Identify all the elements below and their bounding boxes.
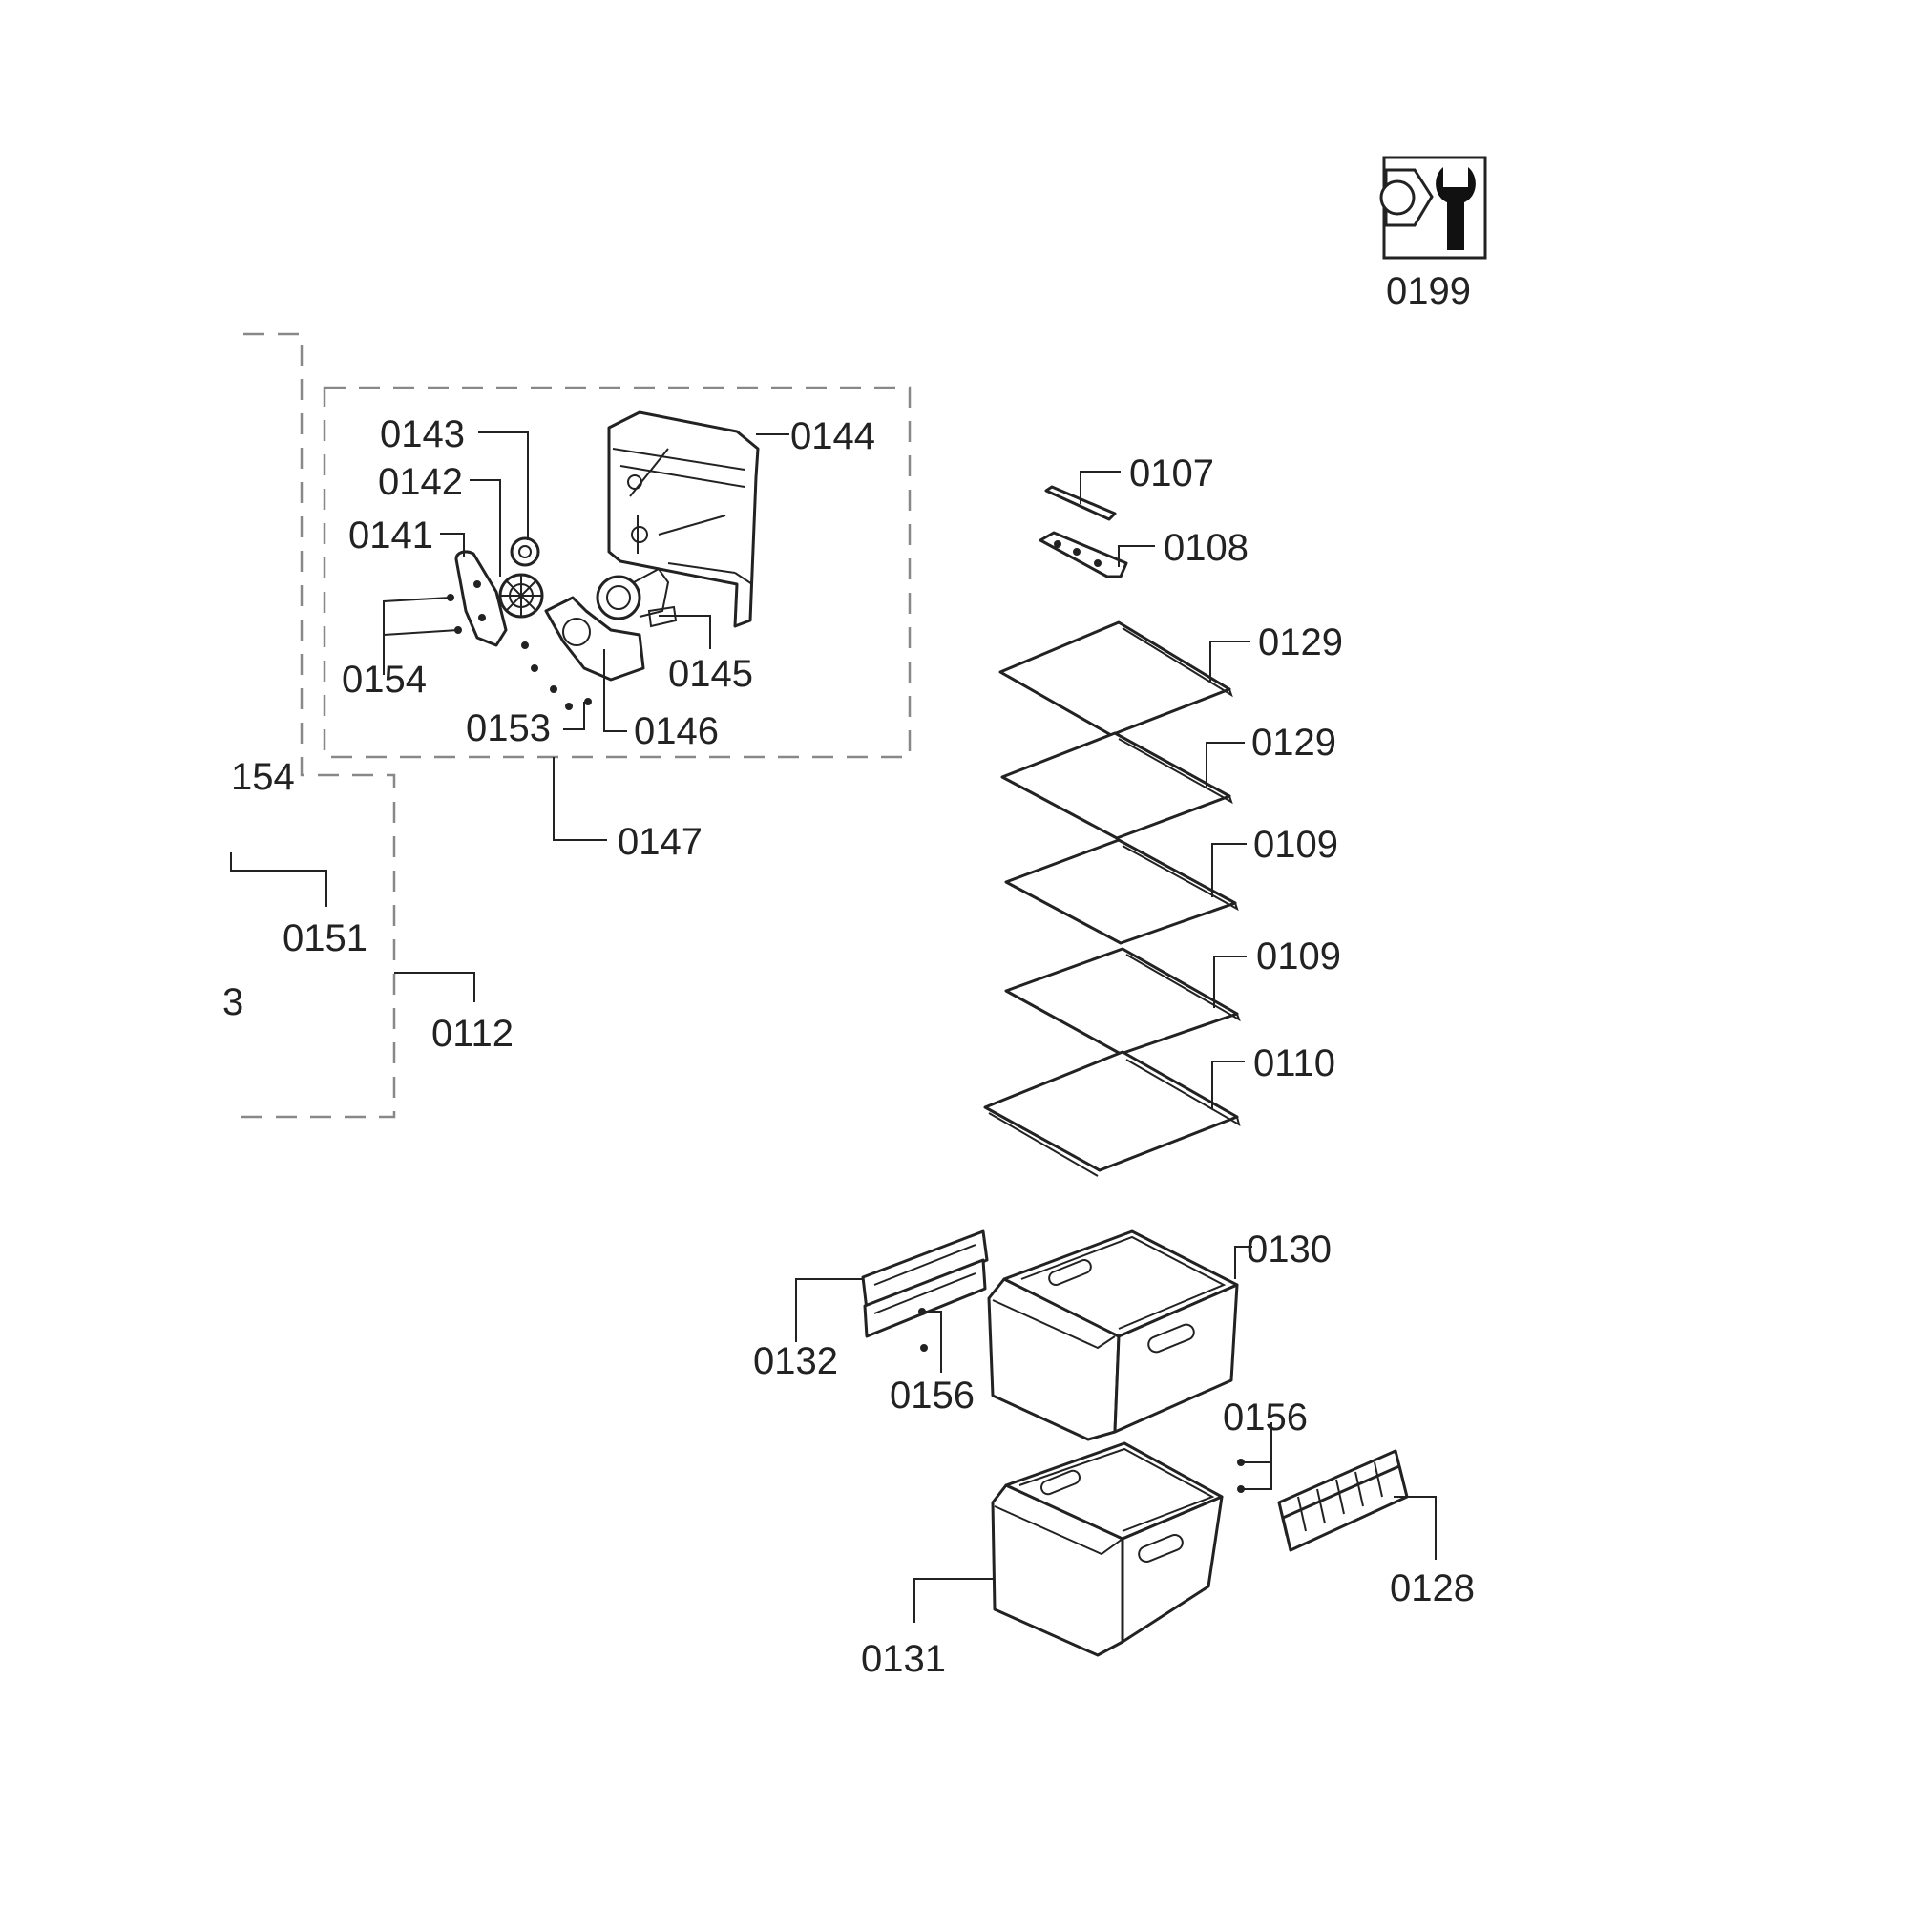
label-3: 3: [222, 981, 243, 1023]
drawer-0130-upper: [987, 1229, 1239, 1441]
label-0153: 0153: [466, 707, 551, 749]
label-154: 154: [231, 756, 295, 798]
label-0141: 0141: [348, 514, 433, 556]
shelf-0109-third: [1004, 838, 1239, 945]
shelf-0109-fourth: [1004, 947, 1241, 1056]
bracket-0108: [1039, 531, 1128, 578]
label-0108: 0108: [1164, 527, 1249, 569]
label-0107: 0107: [1129, 452, 1214, 494]
gear-0142: [498, 573, 544, 619]
label-0132: 0132: [753, 1340, 838, 1382]
label-0144: 0144: [790, 415, 875, 457]
label-0145: 0145: [668, 653, 753, 695]
wrench-nut-icon: [1379, 156, 1487, 260]
label-0147: 0147: [618, 821, 703, 863]
motor-bracket-0146: [544, 596, 645, 682]
label-0199: 0199: [1386, 270, 1471, 312]
gear-0143: [510, 536, 540, 567]
shelf-0129-top: [998, 620, 1233, 737]
label-0129-top: 0129: [1258, 621, 1343, 663]
ice-bucket-housing-0144: [607, 410, 760, 628]
slide-rail-0132: [861, 1229, 989, 1338]
label-0128: 0128: [1390, 1567, 1475, 1609]
assembly-box-0112: [239, 332, 396, 1119]
cover-plate-0141: [454, 550, 508, 647]
label-0156-right: 0156: [1223, 1396, 1308, 1438]
label-0131: 0131: [861, 1638, 946, 1680]
label-0156-left: 0156: [890, 1375, 975, 1417]
label-0130: 0130: [1247, 1228, 1332, 1270]
label-0151: 0151: [283, 917, 368, 959]
shelf-0110-bottom: [983, 1050, 1241, 1177]
screws-0153: [521, 641, 592, 710]
screws-0154: [447, 594, 462, 634]
label-0146: 0146: [634, 710, 719, 752]
label-0129-second: 0129: [1251, 722, 1336, 764]
drawer-0131-lower: [991, 1441, 1224, 1657]
label-0110: 0110: [1253, 1042, 1335, 1084]
label-0142: 0142: [378, 461, 463, 503]
label-0109-third: 0109: [1253, 824, 1338, 866]
shelf-0129-second: [1000, 731, 1233, 840]
label-0143: 0143: [380, 413, 465, 455]
grille-0128: [1277, 1449, 1409, 1552]
screws-0156-right: [1237, 1459, 1245, 1493]
assembly-box-0147: [323, 386, 912, 759]
label-0109-fourth: 0109: [1256, 935, 1341, 977]
motor-0145: [596, 567, 678, 628]
label-0154: 0154: [342, 659, 427, 701]
label-0112: 0112: [431, 1013, 514, 1055]
